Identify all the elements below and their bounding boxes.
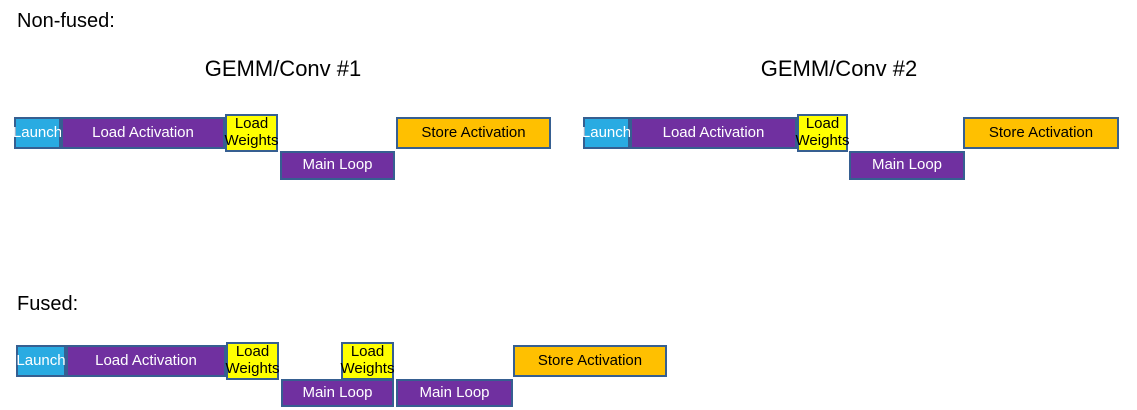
bar-main-loop: Main Loop xyxy=(396,379,513,407)
bar-store-activation: Store Activation xyxy=(396,117,551,149)
bar-main-loop: Main Loop xyxy=(281,379,394,407)
bar-load-activation: Load Activation xyxy=(61,117,225,149)
gemm-conv-2-title: GEMM/Conv #2 xyxy=(760,56,918,81)
bar-main-loop: Main Loop xyxy=(280,151,395,180)
bar-load-weights: Load Weights xyxy=(225,114,278,152)
bar-load-activation: Load Activation xyxy=(66,345,226,377)
fused-heading: Fused: xyxy=(17,293,79,315)
bar-load-weights: Load Weights xyxy=(341,342,394,380)
bar-load-activation: Load Activation xyxy=(630,117,797,149)
bar-store-activation: Store Activation xyxy=(513,345,667,377)
bar-launch: Launch xyxy=(582,117,631,149)
gemm-conv-1-title: GEMM/Conv #1 xyxy=(204,56,362,81)
bar-load-weights: Load Weights xyxy=(796,114,849,152)
non-fused-heading: Non-fused: xyxy=(17,10,115,32)
bar-store-activation: Store Activation xyxy=(963,117,1119,149)
bar-main-loop: Main Loop xyxy=(849,151,965,180)
bar-load-weights: Load Weights xyxy=(226,342,279,380)
bar-launch: Launch xyxy=(13,117,62,149)
bar-launch: Launch xyxy=(16,345,66,377)
